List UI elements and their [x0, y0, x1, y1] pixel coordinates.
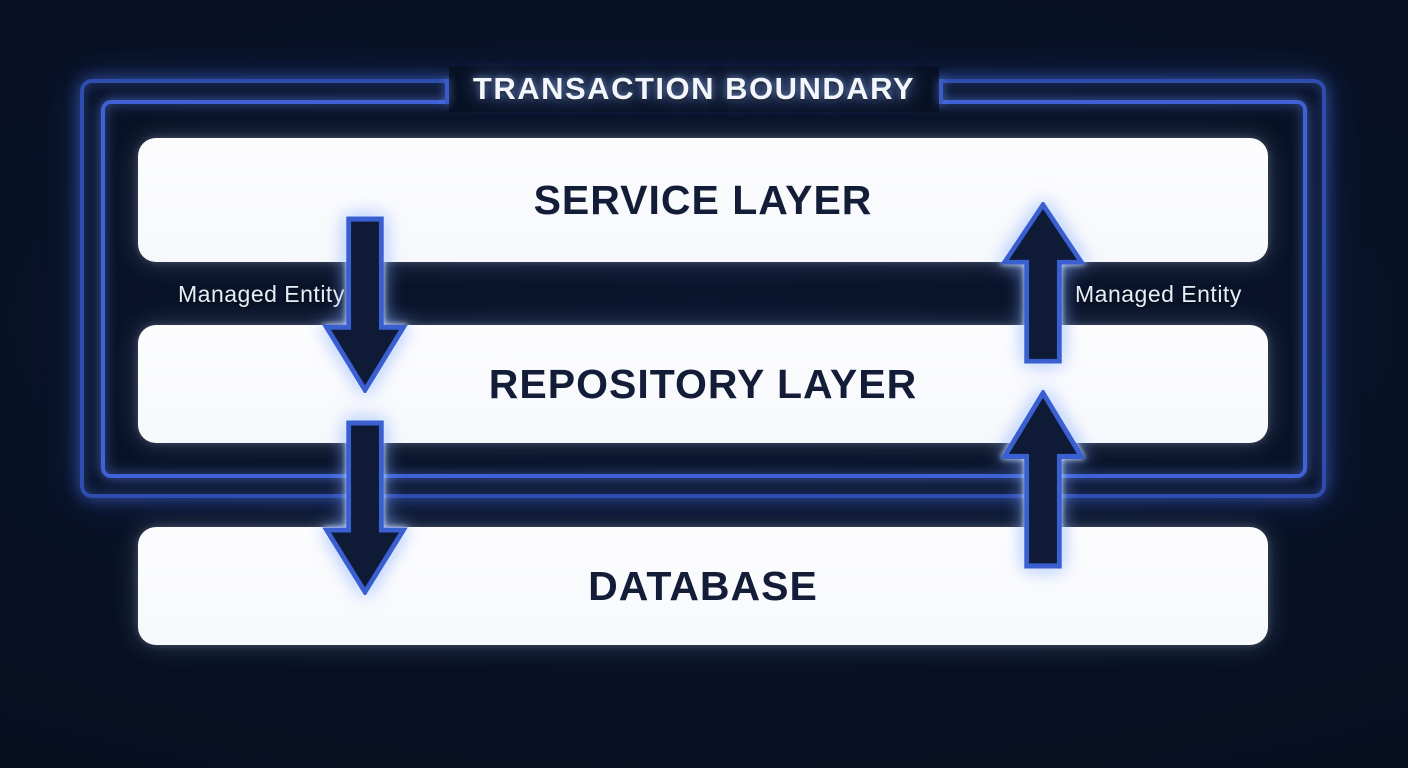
down-arrow-service-to-repository-icon — [322, 216, 408, 393]
service-layer-label: SERVICE LAYER — [533, 176, 873, 223]
managed-entity-label-left: Managed Entity — [178, 281, 345, 307]
boundary-title-gap — [449, 66, 939, 112]
managed-entity-label-right: Managed Entity — [1075, 281, 1242, 307]
boundary-bracket-left — [445, 79, 449, 104]
up-arrow-database-to-repository-icon — [1000, 390, 1086, 569]
database-box: DATABASE — [138, 527, 1268, 645]
down-arrow-repository-to-database-icon — [322, 420, 408, 595]
boundary-bracket-right — [939, 79, 943, 104]
up-arrow-repository-to-service-icon — [1000, 202, 1086, 364]
transaction-boundary-title: TRANSACTION BOUNDARY — [472, 71, 916, 106]
database-label: DATABASE — [588, 562, 818, 609]
service-layer-box: SERVICE LAYER — [138, 138, 1268, 262]
repository-layer-label: REPOSITORY LAYER — [488, 360, 918, 407]
repository-layer-box: REPOSITORY LAYER — [138, 325, 1268, 443]
